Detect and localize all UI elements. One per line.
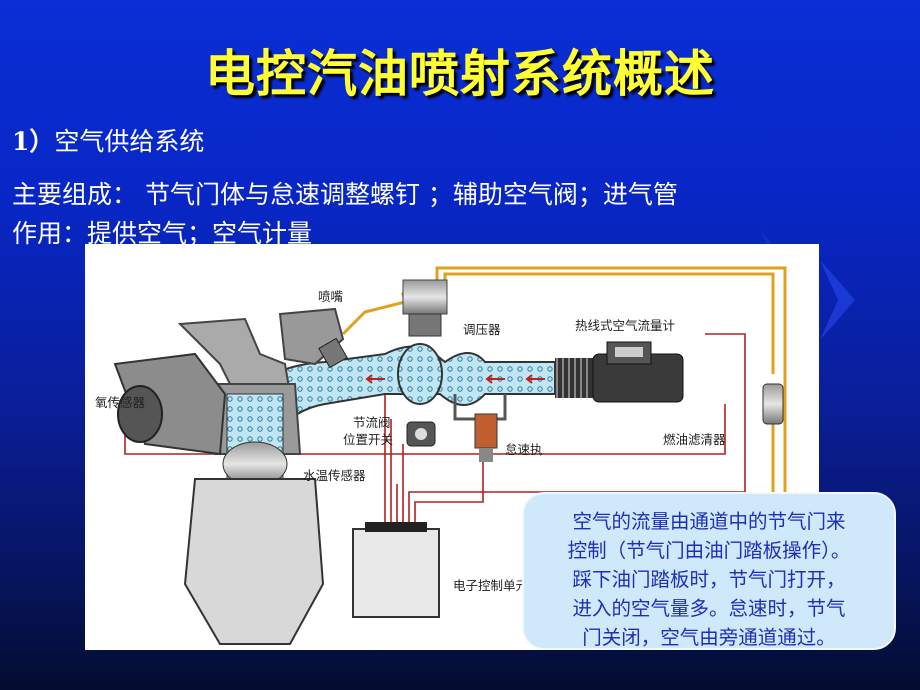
diagram-illustration: 喷嘴 调压器 热线式空气流量计 氧传感器 节流阀 位置开关 怠速执 燃油滤清器 … — [95, 266, 787, 645]
label-pressure-regulator: 调压器 — [463, 322, 501, 337]
callout-line: 门关闭，空气由旁通道通过。 — [582, 626, 836, 649]
callout-line: 空气的流量由通道中的节气门来 — [572, 510, 846, 533]
air-supply-diagram: 喷嘴 调压器 热线式空气流量计 氧传感器 节流阀 位置开关 怠速执 燃油滤清器 … — [85, 244, 819, 650]
section-title: 空气供给系统 — [54, 127, 205, 156]
idle-actuator — [474, 413, 498, 462]
label-idle-actuator: 怠速执 — [505, 442, 543, 457]
throttle-chamber — [397, 343, 443, 405]
throttle-position-switch — [406, 421, 436, 447]
slide-title: 电控汽油喷射系统概述 — [205, 45, 715, 103]
regulator-body — [408, 313, 442, 337]
label-ecu: 电子控制单元 — [453, 578, 528, 593]
callout-line: 踩下油门踏板时，节气门打开， — [572, 568, 846, 591]
function-line: 作用：提供空气；空气计量 — [12, 219, 313, 248]
callout-line: 进入的空气量多。怠速时，节气 — [572, 597, 846, 620]
label-injector: 喷嘴 — [318, 289, 344, 304]
explanation-callout: 空气的流量由通道中的节气门来 控制（节气门由油门踏板操作）。 踩下油门踏板时，节… — [522, 492, 896, 650]
section-heading: 1）空气供给系统 — [12, 122, 204, 158]
section-number: 1） — [12, 127, 55, 156]
exhaust-pipe — [113, 352, 227, 456]
label-o2-sensor: 氧传感器 — [95, 395, 146, 410]
air-flow-arrows — [365, 374, 545, 384]
intake-bellows — [555, 358, 595, 398]
injector — [318, 337, 348, 369]
label-fuel-filter: 燃油滤清器 — [663, 432, 726, 447]
fuel-pressure-regulator — [402, 279, 448, 315]
callout-line: 控制（节气门由油门踏板操作）。 — [567, 539, 851, 562]
label-airflow-meter: 热线式空气流量计 — [575, 318, 675, 333]
ecu-box — [352, 522, 440, 618]
fuel-filter — [762, 383, 784, 425]
engine-block — [177, 307, 345, 645]
components-line: 主要组成： 节气门体与怠速调整螺钉 ；辅助空气阀；进气管 — [12, 180, 678, 209]
label-coolant-sensor: 水温传感器 — [303, 468, 366, 483]
airflow-meter — [592, 341, 684, 403]
label-throttle-switch-2: 位置开关 — [343, 432, 393, 447]
label-throttle-switch-1: 节流阀 — [353, 415, 391, 430]
